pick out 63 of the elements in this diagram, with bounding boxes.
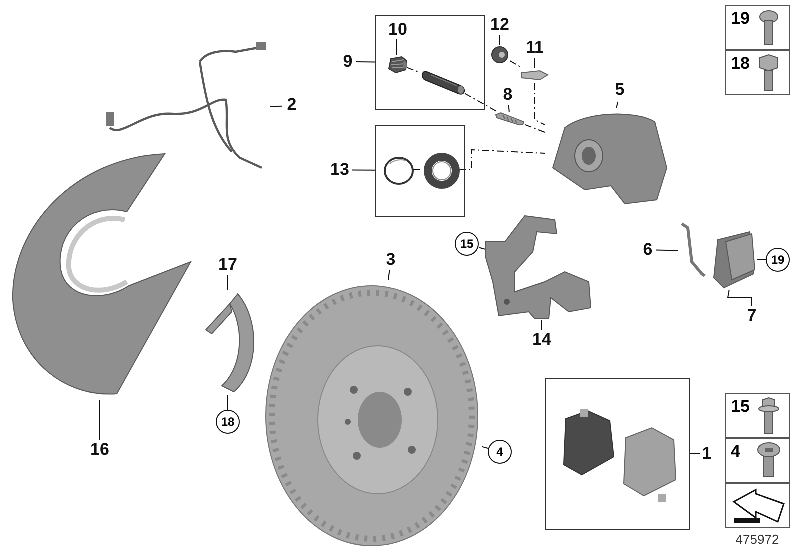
callout-number: 8: [500, 85, 516, 105]
parts-table-cell: [725, 50, 790, 95]
callout-number: 7: [744, 306, 760, 326]
callout-number: 9: [340, 52, 356, 72]
callout-number: 5: [612, 80, 628, 102]
assembly-line: [510, 60, 523, 68]
callout-number: 11: [523, 38, 547, 58]
piston-seal-drawing: [424, 153, 460, 189]
callout-number: 4: [488, 440, 512, 464]
callout-number: 13: [328, 160, 352, 180]
leader-line: [227, 394, 228, 410]
brake-pad-drawing: [712, 230, 757, 290]
leader-line: [99, 400, 100, 440]
callout-number: 14: [530, 330, 554, 350]
parts-group-frame: [375, 125, 465, 217]
leader-line: [534, 58, 536, 68]
callout-number: 17: [216, 255, 240, 275]
parts-table-cell: [725, 393, 790, 438]
assembly-line: [458, 149, 546, 170]
callout-number: 3: [383, 250, 399, 270]
leader-line: [727, 290, 752, 306]
assembly-line: [534, 82, 546, 126]
leader-line: [616, 102, 618, 108]
guide-bolt-drawing: [495, 112, 525, 126]
callout-number: 16: [88, 440, 112, 460]
assembly-line: [464, 93, 498, 112]
callout-number: 18: [731, 54, 750, 74]
callout-number: 18: [216, 410, 240, 434]
callout-number: 10: [386, 20, 410, 40]
parts-table-cell: [725, 5, 790, 50]
callout-number: 15: [455, 232, 479, 256]
spring-clip-drawing: [678, 222, 706, 280]
assembly-line: [482, 446, 488, 449]
leader-line: [352, 170, 376, 171]
rubber-boot-drawing: [388, 56, 408, 74]
dust-cap-drawing: [490, 45, 510, 65]
leader-line: [541, 320, 542, 330]
leader-line: [656, 250, 678, 252]
callout-number: 6: [640, 240, 656, 260]
leader-line: [270, 106, 282, 108]
leader-line: [356, 62, 376, 63]
parts-group-frame: [545, 378, 690, 530]
leader-line: [396, 38, 398, 56]
guide-sleeve-drawing: [421, 68, 466, 96]
leader-line: [227, 274, 228, 290]
figure-number: 475972: [734, 532, 780, 547]
callout-number: 12: [488, 15, 512, 35]
callout-number: 1: [700, 444, 714, 464]
parts-table-cell: [725, 438, 790, 483]
leader-line: [388, 270, 390, 280]
assembly-line: [406, 67, 420, 74]
callout-number: 2: [282, 95, 302, 117]
bleed-screw-drawing: [520, 68, 550, 83]
callout-number: 4: [731, 442, 740, 462]
o-ring-drawing: [384, 156, 414, 186]
assembly-line: [524, 124, 546, 133]
parts-group-frame: [375, 15, 485, 110]
parts-table-cell: [725, 483, 790, 528]
leader-line: [478, 247, 486, 250]
leader-line: [508, 104, 510, 112]
callout-number: 15: [731, 397, 750, 417]
callout-number: 19: [731, 9, 750, 29]
callout-number: 19: [766, 248, 790, 272]
